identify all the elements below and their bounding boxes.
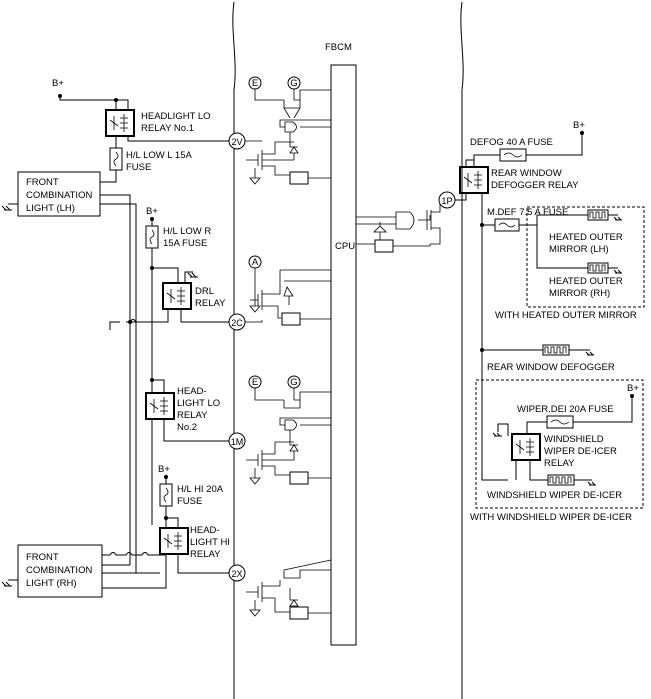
- heated-mirror-lh-1: HEATED OUTER: [549, 232, 623, 243]
- headlight-lo-relay-1: HEADLIGHT LO RELAY No.1: [105, 100, 230, 148]
- rear-window-defogger-label: REAR WINDOW DEFOGGER: [487, 362, 615, 373]
- supply-bplus-1: B+: [52, 78, 129, 110]
- drl-relay-label-2: RELAY: [195, 298, 226, 309]
- drl-relay: DRL RELAY: [109, 271, 230, 330]
- supply-bplus-2: B+: [146, 206, 158, 226]
- connector-pins: 2V 2C 1M 2X 1P: [228, 132, 456, 582]
- front-lh-line1: FRONT: [26, 177, 59, 188]
- ref-g-2: G: [290, 377, 297, 388]
- front-rh-line2: COMBINATION: [26, 565, 92, 576]
- driver-circuit-1: E G: [240, 76, 331, 185]
- bplus-label-3: B+: [158, 464, 170, 475]
- hl-low-l-fuse-label: H/L LOW L 15A: [126, 150, 192, 161]
- ref-g-1: G: [290, 78, 297, 89]
- hl-lo-relay-2-label-2: LIGHT LO: [177, 398, 220, 409]
- with-heated-mirror-label: WITH HEATED OUTER MIRROR: [495, 310, 637, 321]
- wiper-deicer-relay-label-3: RELAY: [544, 458, 575, 469]
- cpu-label: CPU: [335, 241, 355, 252]
- bplus-label-4: B+: [573, 120, 585, 131]
- bplus-label-2: B+: [146, 206, 158, 217]
- hl-lo-relay-2-label-3: RELAY: [177, 410, 208, 421]
- driver-circuit-defog: [356, 199, 450, 253]
- defog-fuse: DEFOG 40 A FUSE: [470, 137, 553, 167]
- supply-bplus-4: B+: [526, 120, 585, 156]
- front-rh-line3: LIGHT (RH): [26, 578, 77, 589]
- ref-a-1: A: [252, 257, 259, 268]
- front-rh-line1: FRONT: [26, 552, 59, 563]
- rear-defogger-relay-label-2: DEFOGGER RELAY: [491, 180, 579, 191]
- hl-low-l-fuse: H/L LOW L 15A FUSE: [100, 147, 192, 183]
- wiper-deicer-relay-label-2: WIPER DE-ICER: [544, 446, 617, 457]
- ref-e-1: E: [252, 78, 258, 89]
- hl-hi-fuse: H/L HI 20A FUSE: [159, 483, 224, 528]
- hl-lo-relay-2-label-4: No.2: [177, 422, 197, 433]
- front-lh-line2: COMBINATION: [26, 190, 92, 201]
- mdef-fuse-label: M.DEF 7.5 A FUSE: [487, 207, 568, 218]
- hl-low-r-fuse-label-b: 15A FUSE: [163, 238, 207, 249]
- hl-low-r-fuse-label: H/L LOW R: [163, 226, 211, 237]
- headlight-lo-relay-1-label-b: RELAY No.1: [141, 123, 194, 134]
- headlight-lo-relay-1-label: HEADLIGHT LO: [141, 111, 211, 122]
- driver-circuit-4: [246, 559, 332, 620]
- hl-low-r-fuse: H/L LOW R 15A FUSE: [145, 225, 211, 380]
- heated-mirror-rh-1: HEATED OUTER: [549, 276, 623, 287]
- hl-lo-relay-2-label-1: HEAD-: [177, 386, 207, 397]
- bplus-label-1: B+: [52, 78, 64, 89]
- wiper-deicer-relay-label-1: WINDSHIELD: [544, 434, 604, 445]
- rear-window-defogger: REAR WINDOW DEFOGGER: [480, 344, 615, 373]
- pin-1m: 1M: [231, 437, 244, 447]
- pin-2x: 2X: [231, 569, 242, 579]
- heated-mirror-lh-2: MIRROR (LH): [549, 244, 609, 255]
- windshield-wiper-deicer-label: WINDSHIELD WIPER DE-ICER: [487, 490, 622, 501]
- headlight-lo-relay-2: HEAD- LIGHT LO RELAY No.2: [145, 378, 230, 525]
- front-lh-line3: LIGHT (LH): [26, 203, 75, 214]
- headlight-hi-relay: HEAD- LIGHT HI RELAY: [102, 525, 230, 589]
- front-combination-light-rh: FRONT COMBINATION LIGHT (RH): [1, 544, 166, 598]
- driver-circuit-3: E G: [246, 375, 331, 485]
- defog-fuse-label: DEFOG 40 A FUSE: [470, 137, 553, 148]
- fbcm-module: FBCM CPU: [232, 1, 464, 699]
- front-combination-light-lh: FRONT COMBINATION LIGHT (LH): [1, 171, 137, 565]
- pin-2v: 2V: [231, 137, 242, 147]
- drl-relay-label-1: DRL: [195, 286, 214, 297]
- hl-hi-relay-label-1: HEAD-: [190, 525, 220, 536]
- rear-defogger-relay-label-1: REAR WINDOW: [491, 168, 562, 179]
- rear-window-defogger-relay: REAR WINDOW DEFOGGER RELAY: [455, 159, 579, 481]
- hl-hi-relay-label-3: RELAY: [190, 549, 221, 560]
- hl-hi-fuse-label-b: FUSE: [177, 496, 202, 507]
- supply-bplus-3: B+: [158, 464, 170, 484]
- wiper-dei-fuse-label: WIPER.DEI 20A FUSE: [517, 404, 614, 415]
- bplus-label-5: B+: [627, 383, 639, 394]
- cpu-block: [330, 64, 357, 646]
- hl-hi-relay-label-2: LIGHT HI: [190, 537, 230, 548]
- heated-mirror-rh-2: MIRROR (RH): [549, 288, 610, 299]
- hl-low-l-fuse-label-b: FUSE: [126, 162, 151, 173]
- pin-1p: 1P: [441, 196, 452, 206]
- with-wiper-deicer-label: WITH WINDSHIELD WIPER DE-ICER: [470, 512, 632, 523]
- hl-hi-fuse-label: H/L HI 20A: [177, 484, 224, 495]
- ref-e-2: E: [252, 377, 258, 388]
- mdef-fuse: M.DEF 7.5 A FUSE: [480, 207, 588, 269]
- driver-circuit-2: A: [244, 255, 331, 326]
- wiper-deicer-group: WIPER.DEI 20A FUSE B+ WINDSHIELD WIPER D…: [470, 379, 644, 523]
- pin-2c: 2C: [231, 318, 243, 328]
- fbcm-label: FBCM: [325, 42, 352, 53]
- heated-mirror-group: HEATED OUTER MIRROR (LH) HEATED OUTER MI…: [495, 206, 645, 321]
